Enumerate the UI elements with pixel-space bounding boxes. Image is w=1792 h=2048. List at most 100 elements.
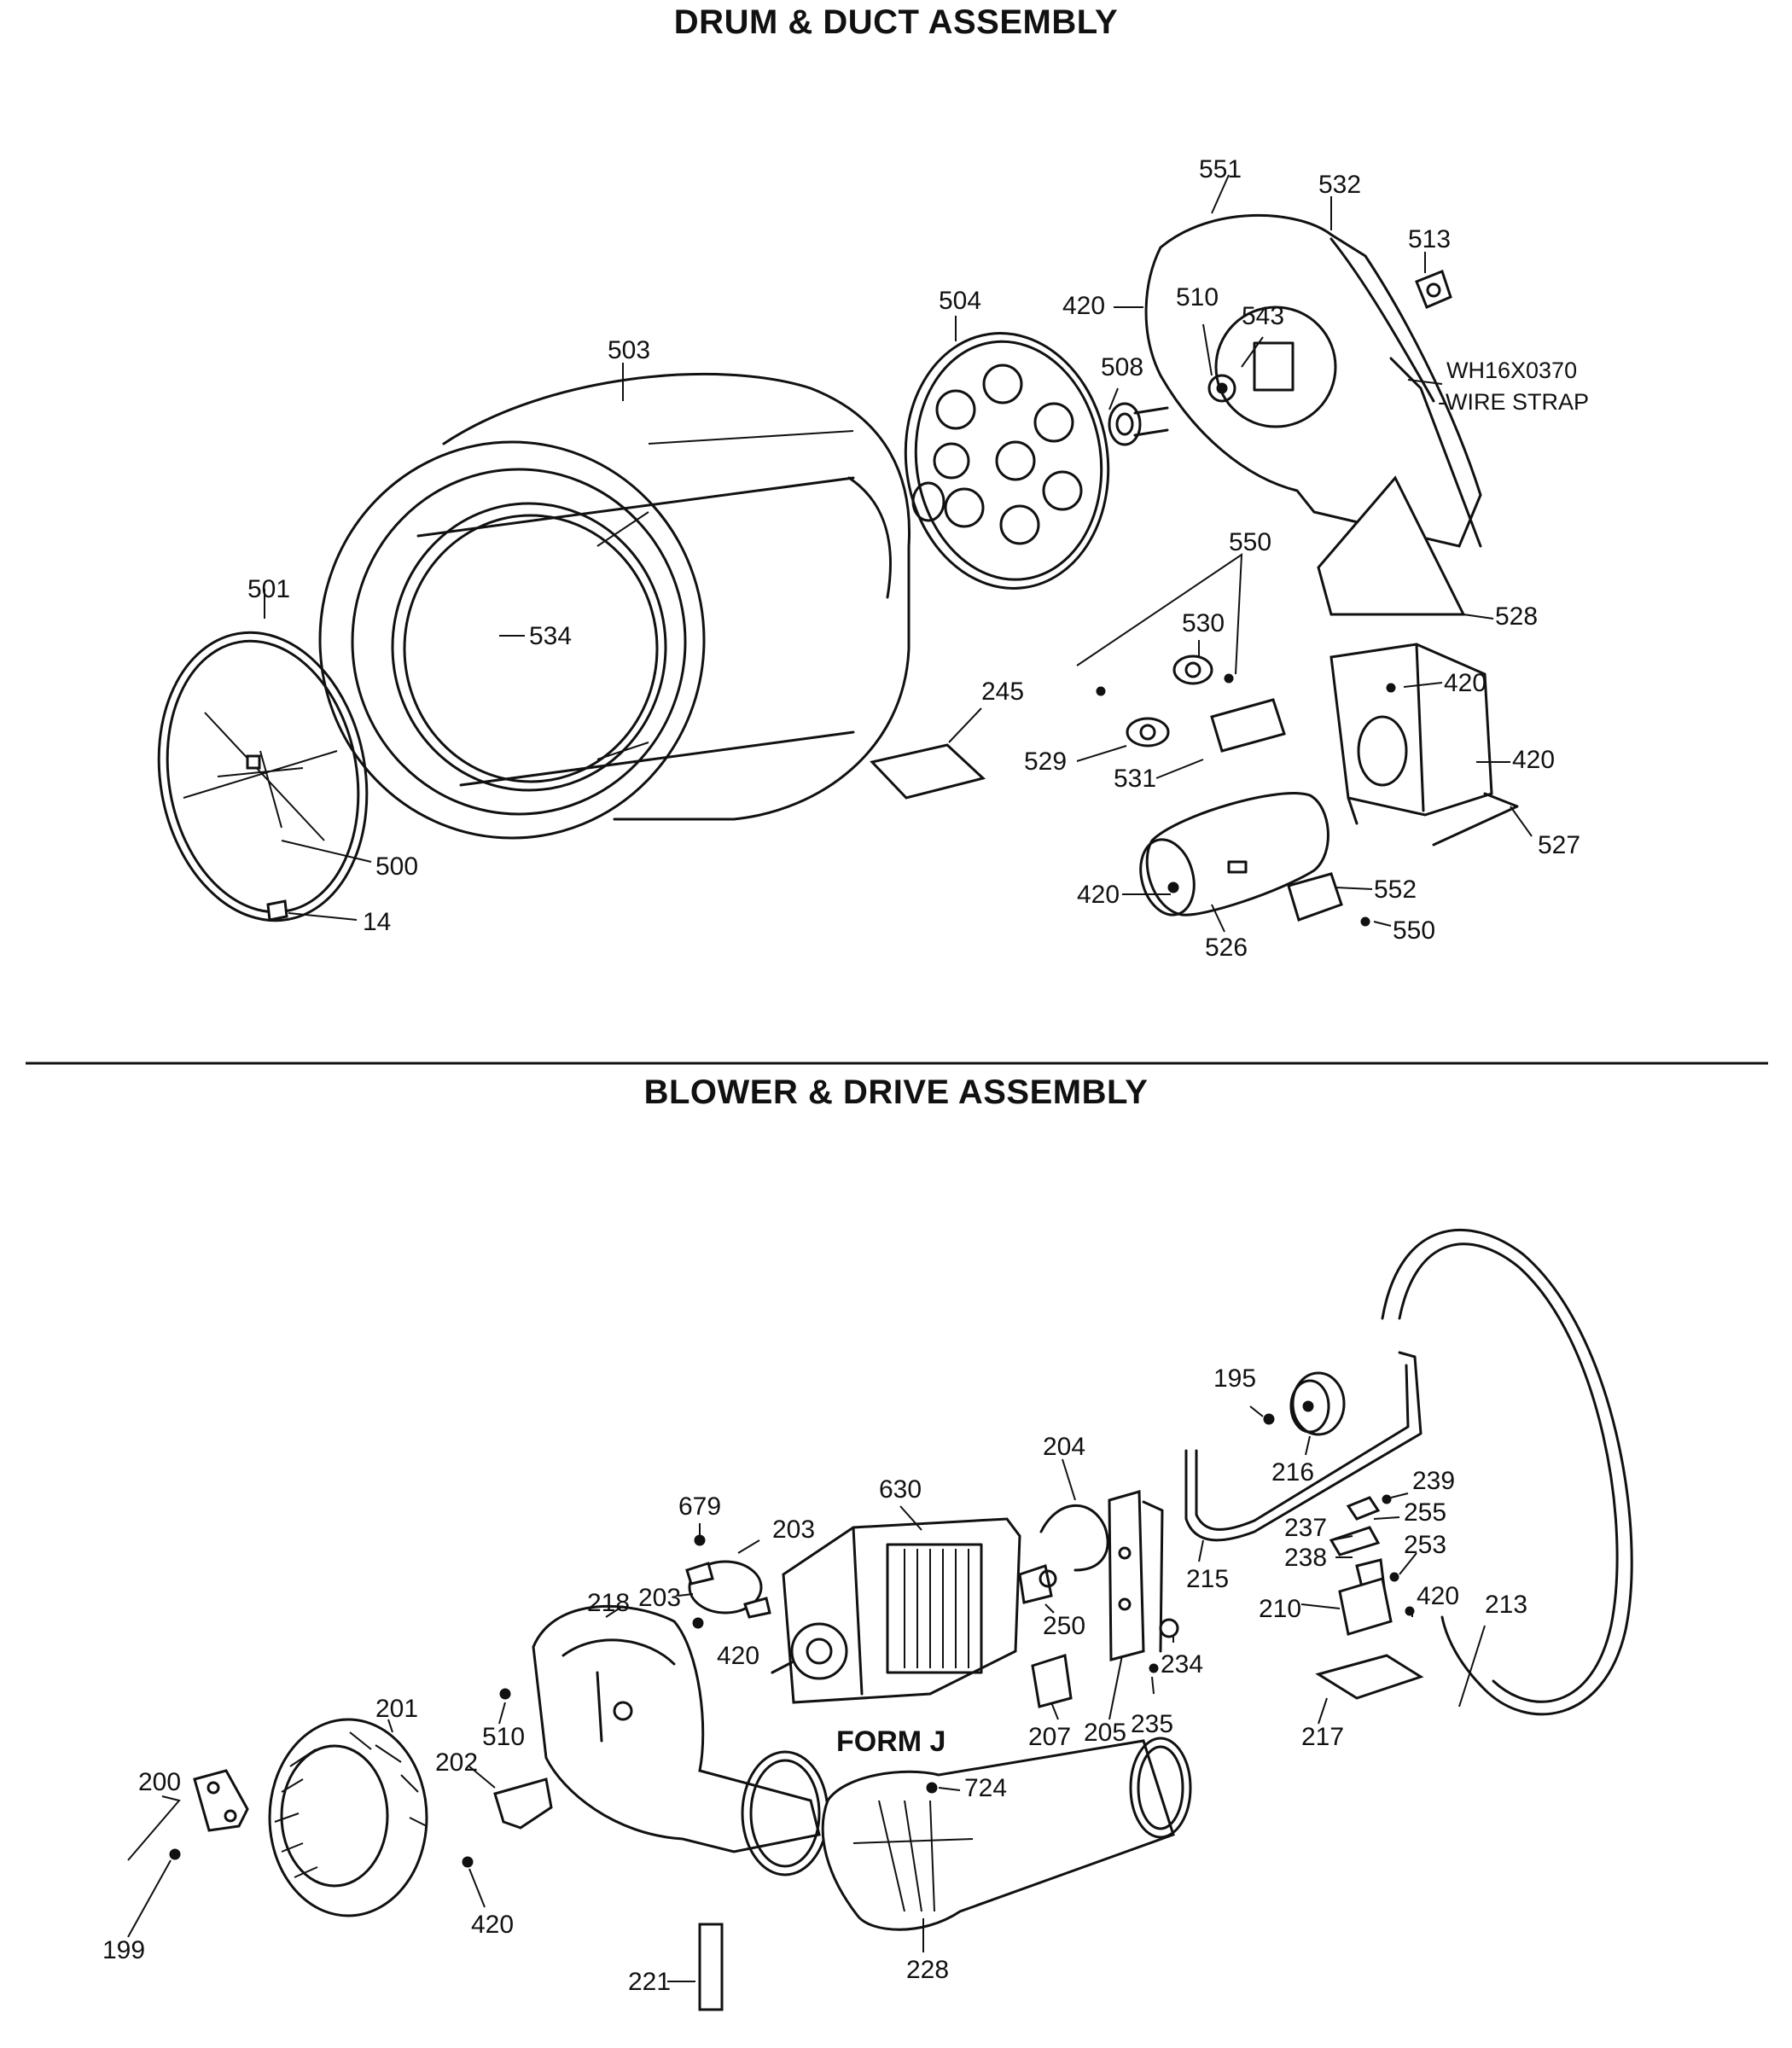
label-14: 14 [363, 908, 391, 936]
label-238: 238 [1284, 1544, 1327, 1572]
label-217: 217 [1301, 1723, 1344, 1751]
duct-housing-part [1144, 213, 1482, 616]
label-form-j: FORM J [836, 1725, 945, 1758]
screw-420f [462, 1856, 474, 1868]
screw-724 [926, 1782, 938, 1794]
clip-part-204 [1039, 1504, 1109, 1572]
label-237: 237 [1284, 1514, 1327, 1542]
blower-drive-assembly-title: BLOWER & DRIVE ASSEMBLY [643, 1073, 1149, 1111]
label-526: 526 [1205, 934, 1248, 962]
drive-belt-part [1381, 1228, 1633, 1716]
clip-part-14 [266, 899, 288, 922]
label-500: 500 [375, 852, 418, 881]
label-679: 679 [678, 1492, 721, 1521]
label-630: 630 [879, 1475, 922, 1504]
label-253: 253 [1404, 1531, 1446, 1559]
label-504: 504 [939, 287, 981, 315]
label-420b: 420 [1444, 669, 1487, 697]
felt-strip-221 [698, 1923, 724, 2011]
label-510: 510 [1176, 283, 1219, 311]
switch-part-207 [1031, 1654, 1073, 1708]
screw-235 [1149, 1663, 1159, 1673]
label-420a: 420 [1062, 292, 1105, 320]
bottom-leader-lines [127, 1405, 1486, 1982]
label-207: 207 [1028, 1723, 1071, 1751]
label-420g: 420 [471, 1911, 514, 1939]
nut-195 [1263, 1413, 1275, 1425]
drum-duct-assembly-title: DRUM & DUCT ASSEMBLY [673, 3, 1119, 41]
label-550a: 550 [1229, 528, 1271, 556]
label-215: 215 [1186, 1565, 1229, 1593]
label-200: 200 [138, 1768, 181, 1796]
screws-550 [1096, 673, 1234, 696]
label-531: 531 [1114, 765, 1156, 793]
terminal-block-531 [1210, 698, 1286, 753]
heater-box-part [1329, 643, 1519, 847]
label-513: 513 [1408, 225, 1451, 253]
label-218: 218 [587, 1589, 630, 1617]
label-199: 199 [102, 1936, 145, 1964]
label-420e: 420 [1417, 1582, 1459, 1610]
label-216: 216 [1271, 1458, 1314, 1487]
label-wire-strap: -WIRE STRAP [1438, 389, 1589, 415]
cam-part-202 [493, 1777, 553, 1830]
label-205: 205 [1084, 1719, 1126, 1747]
screw-510 [499, 1688, 511, 1700]
label-528: 528 [1495, 602, 1538, 631]
label-724: 724 [964, 1774, 1007, 1802]
idler-bracket-parts [1329, 1494, 1415, 1636]
label-228: 228 [906, 1956, 949, 1984]
label-195: 195 [1213, 1364, 1256, 1393]
nut-234 [1159, 1618, 1179, 1638]
label-part-number-wh16x0370: WH16X0370 [1446, 358, 1577, 383]
label-213: 213 [1485, 1591, 1527, 1619]
label-221: 221 [628, 1968, 671, 1996]
label-234: 234 [1161, 1650, 1203, 1679]
label-543: 543 [1242, 302, 1284, 330]
label-551: 551 [1199, 155, 1242, 183]
label-527: 527 [1538, 831, 1580, 859]
label-250: 250 [1043, 1612, 1085, 1640]
bearing-part [1108, 402, 1169, 446]
label-203b: 203 [638, 1584, 681, 1612]
idler-arm-part [1184, 1351, 1423, 1542]
blower-housing-part [532, 1604, 829, 1876]
label-202: 202 [435, 1748, 478, 1777]
idler-arm-outline [1195, 1364, 1410, 1531]
label-420d: 420 [1077, 881, 1120, 909]
idler-pulley-part [1289, 1371, 1346, 1436]
top-leader-lines [264, 174, 1533, 933]
thermostat-part-529 [1126, 717, 1170, 748]
label-235: 235 [1131, 1710, 1173, 1738]
label-529: 529 [1024, 748, 1067, 776]
thermostat-part-513 [1415, 270, 1452, 309]
rear-drum-head [904, 332, 1110, 590]
plate-217 [1315, 1654, 1424, 1700]
bracket-part-200 [193, 1769, 249, 1832]
label-508: 508 [1101, 353, 1143, 381]
label-204: 204 [1043, 1433, 1085, 1461]
label-510b: 510 [482, 1723, 525, 1751]
label-501: 501 [247, 575, 290, 603]
label-203a: 203 [772, 1516, 815, 1544]
screw-199 [169, 1848, 181, 1860]
label-532: 532 [1318, 171, 1361, 199]
label-255: 255 [1404, 1498, 1446, 1527]
label-552: 552 [1374, 876, 1417, 904]
label-239: 239 [1412, 1467, 1455, 1495]
label-420c: 420 [1512, 746, 1555, 774]
label-420f: 420 [717, 1642, 759, 1670]
label-210: 210 [1259, 1595, 1301, 1623]
drum-part [318, 372, 911, 840]
label-503: 503 [608, 336, 650, 364]
label-550b: 550 [1393, 916, 1435, 945]
label-245: 245 [981, 678, 1024, 706]
screw-420e [692, 1617, 704, 1629]
thermostat-part-530 [1172, 655, 1213, 685]
label-201: 201 [375, 1695, 418, 1723]
exhaust-duct-part [821, 1737, 1192, 1931]
label-534: 534 [529, 622, 572, 650]
blower-wheel-part [268, 1718, 428, 1917]
motor-bracket-205 [1108, 1490, 1164, 1661]
